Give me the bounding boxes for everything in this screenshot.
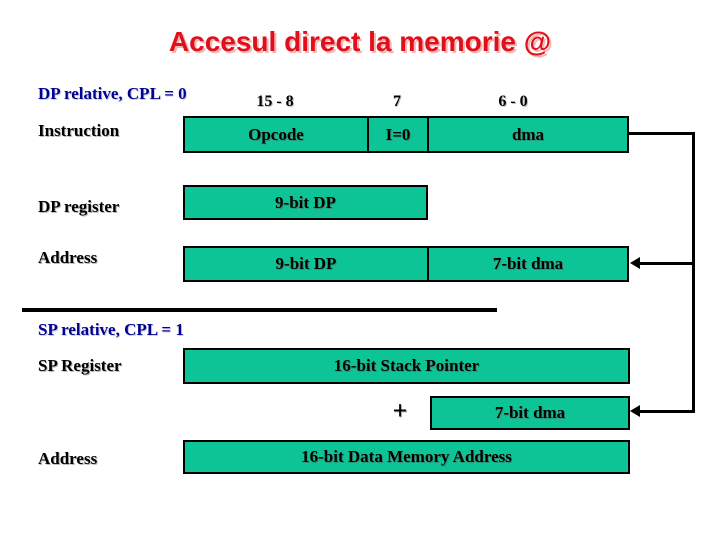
bit-header-7: 7 (393, 93, 401, 110)
bit-header-15-8: 15 - 8 (256, 93, 294, 110)
instruction-box: Opcode I=0 dma (183, 116, 629, 153)
arrowhead-into-sp-dma (630, 405, 640, 417)
instruction-cell-i0: I=0 (369, 118, 429, 151)
sp-dma-box: 7-bit dma (430, 396, 630, 430)
address-cell-9bit-dp: 9-bit DP (185, 248, 429, 280)
address-label-dp: Address (38, 248, 98, 267)
connector-bottom-horizontal (639, 410, 695, 413)
address-label-sp: Address (38, 449, 98, 468)
sp-register-box: 16-bit Stack Pointer (183, 348, 630, 384)
dp-register-label: DP register (38, 197, 120, 216)
section-heading-sp: SP relative, CPL = 1 (38, 320, 184, 339)
address-box-dp: 9-bit DP 7-bit dma (183, 246, 629, 282)
bit-header-6-0: 6 - 0 (498, 93, 528, 110)
section-heading-dp: DP relative, CPL = 0 (38, 84, 187, 103)
sp-register-label: SP Register (38, 356, 122, 375)
slide-title: Accesul direct la memorie @ (168, 26, 552, 57)
instruction-cell-opcode: Opcode (185, 118, 369, 151)
instruction-cell-dma: dma (511, 124, 545, 144)
connector-mid-horizontal (639, 262, 695, 265)
sp-address-box: 16-bit Data Memory Address (183, 440, 630, 474)
dp-register-box: 9-bit DP (183, 185, 428, 220)
connector-vertical (692, 132, 695, 413)
instruction-label: Instruction (38, 121, 120, 140)
section-divider (22, 308, 497, 312)
address-cell-7bit-dma: 7-bit dma (492, 254, 564, 273)
arrowhead-into-dp-address (630, 257, 640, 269)
plus-operator: + (392, 396, 408, 425)
connector-top-horizontal (628, 132, 695, 135)
